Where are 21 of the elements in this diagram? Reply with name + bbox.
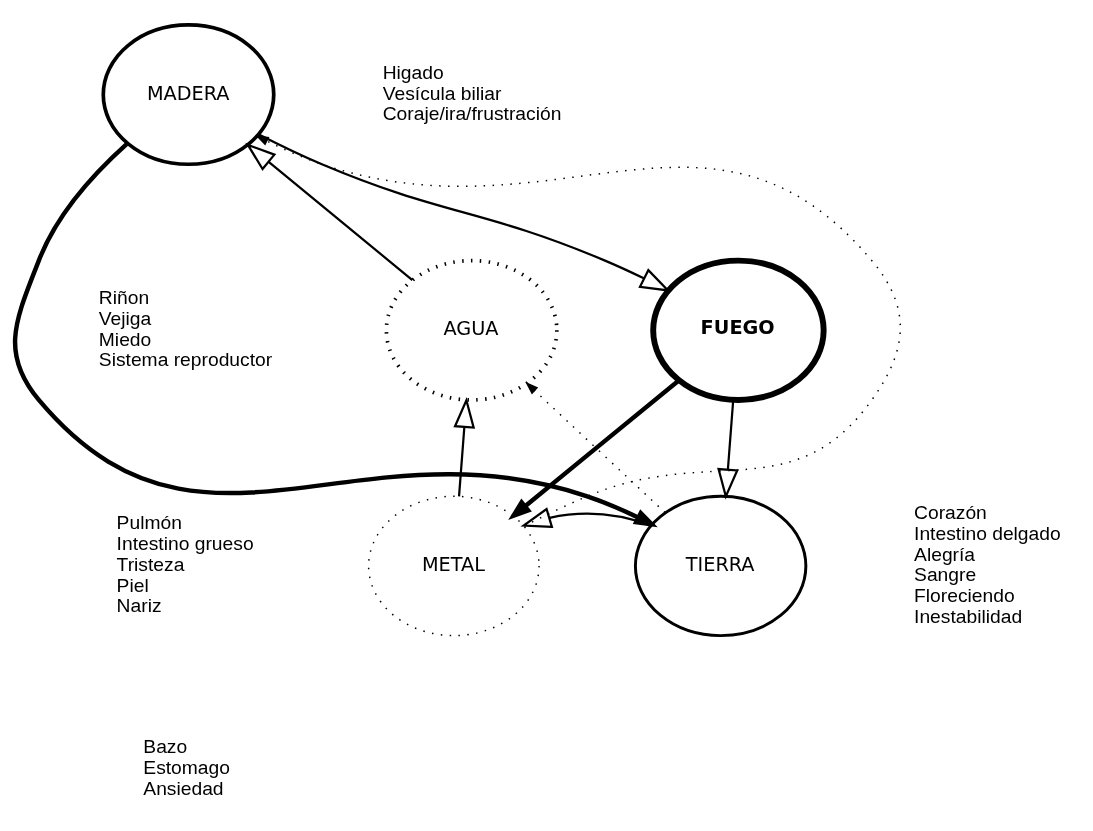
node-label: Tristeza <box>116 553 185 575</box>
node-label: Nariz <box>116 595 162 617</box>
node-label: Bazo <box>143 736 188 758</box>
node-label: Sistema reproductor <box>98 349 273 371</box>
node-label: Intestino grueso <box>116 533 254 555</box>
node-label: Estomago <box>143 757 230 779</box>
node-label: Intestino delgado <box>914 522 1061 544</box>
node-label: Corazón <box>914 502 987 524</box>
node-label: Miedo <box>98 328 152 350</box>
node-label: Floreciendo <box>914 585 1015 607</box>
node-label: Riñon <box>98 287 150 309</box>
node-label: Vejiga <box>98 307 152 329</box>
node-label: Pulmón <box>116 512 182 534</box>
node-label: Coraje/ira/frustración <box>382 103 562 125</box>
node-label: Ansiedad <box>143 777 224 799</box>
node-label: Inestabilidad <box>914 605 1023 627</box>
node-label: Higado <box>382 61 444 83</box>
node-label: Piel <box>116 574 149 596</box>
node-label: Vesícula biliar <box>382 82 502 104</box>
node-label: Alegría <box>914 543 976 565</box>
node-label: Sangre <box>914 564 977 586</box>
